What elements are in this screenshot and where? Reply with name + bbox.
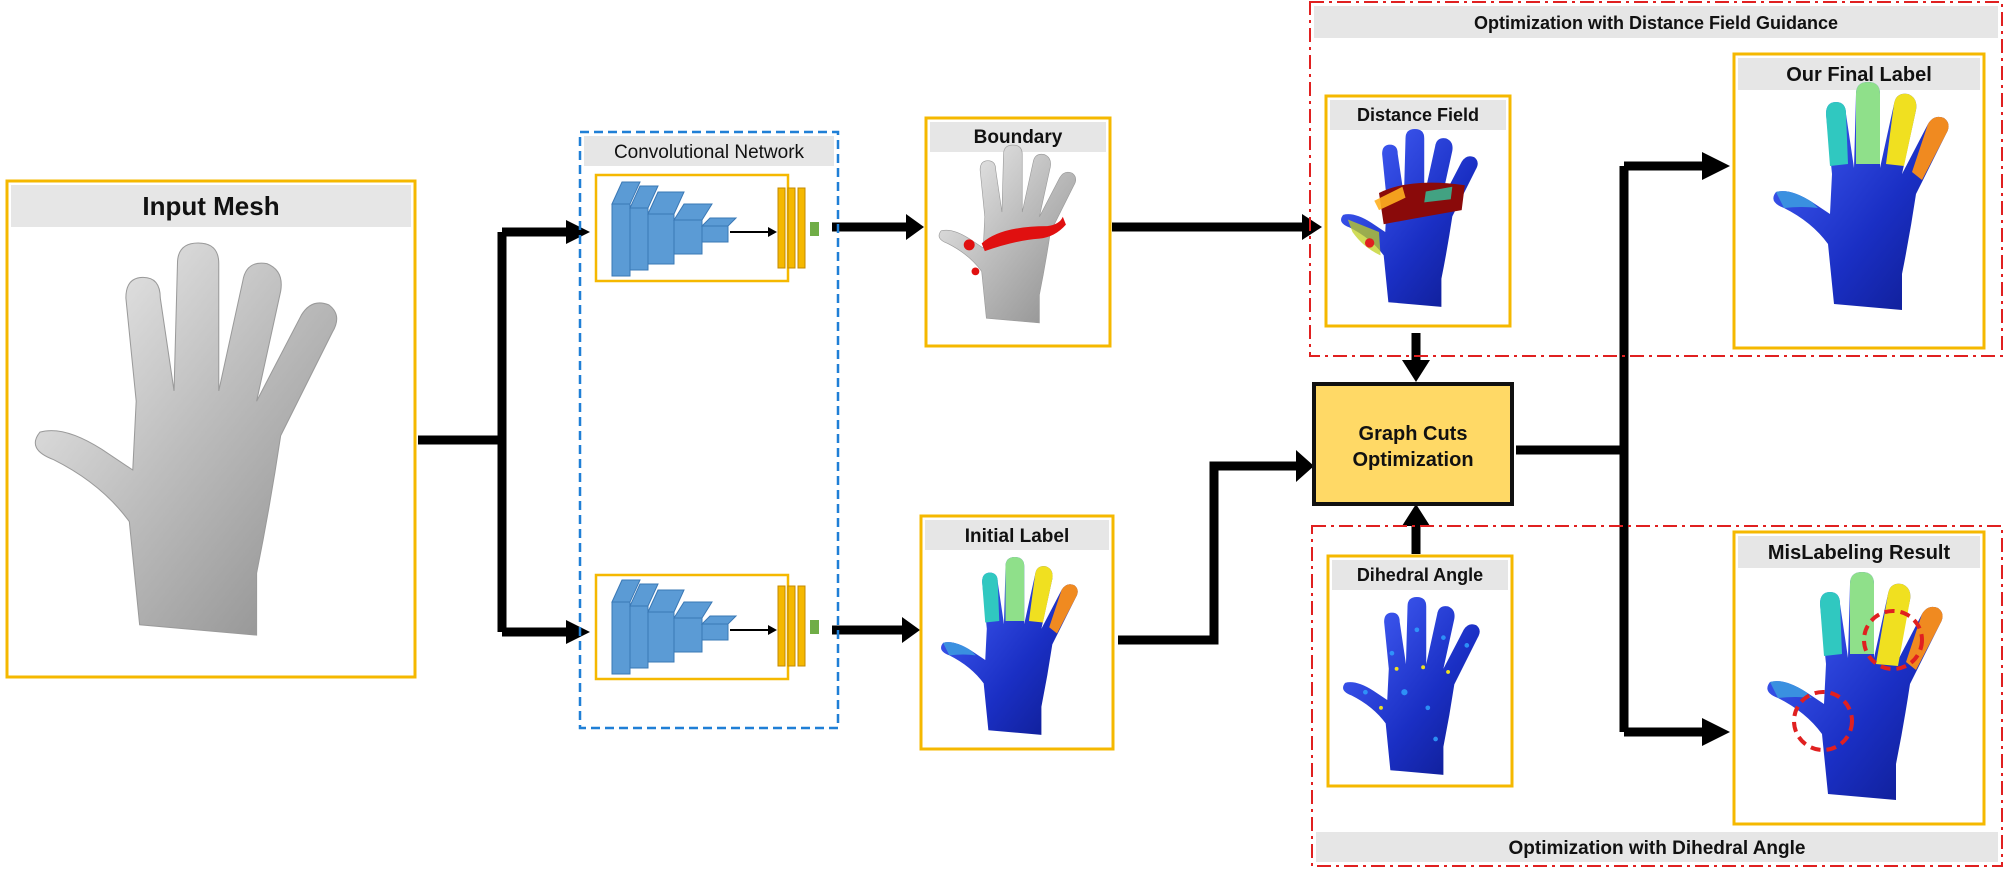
boundary-title: Boundary: [974, 127, 1063, 148]
dihedral-angle-hand: [1343, 597, 1480, 775]
connectors: [418, 161, 1706, 737]
panel-boundary: Boundary: [924, 116, 1112, 348]
arrowhead-boundary: [906, 214, 924, 240]
dihedral-angle-title: Dihedral Angle: [1357, 565, 1483, 585]
distance-field-hand: [1341, 129, 1478, 307]
final-label-title: Our Final Label: [1786, 64, 1932, 86]
arrowhead-net-bottom: [566, 620, 590, 644]
arrowhead-graphcuts-top: [1402, 360, 1430, 382]
graph-cuts-line2: Optimization: [1352, 449, 1473, 471]
network-diagram-top: [594, 173, 819, 283]
group-distance-field-title: Optimization with Distance Field Guidanc…: [1474, 13, 1838, 33]
arrowhead-final: [1702, 152, 1730, 180]
mislabeling-title: MisLabeling Result: [1768, 542, 1951, 564]
final-label-hand: [1773, 82, 1949, 310]
graph-cuts-line1: Graph Cuts: [1359, 423, 1468, 445]
connector-initial-to-graphcuts: [1118, 461, 1300, 645]
group-dihedral-angle-title: Optimization with Dihedral Angle: [1509, 838, 1806, 859]
panel-initial-label: Initial Label: [919, 514, 1115, 751]
conv-network-title: Convolutional Network: [614, 142, 805, 163]
boundary-hand: [938, 144, 1077, 324]
arrowhead-distance: [1302, 214, 1322, 240]
error-marker-thumb: [1792, 690, 1854, 752]
arrowhead-net-top: [566, 220, 590, 244]
arrowhead-mislabel: [1702, 718, 1730, 746]
panel-input-mesh: Input Mesh: [5, 179, 417, 679]
initial-label-title: Initial Label: [965, 526, 1070, 547]
error-marker-finger: [1862, 609, 1924, 671]
panel-conv-network: Convolutional Network: [578, 130, 840, 730]
initial-label-hand: [941, 557, 1078, 735]
distance-field-title: Distance Field: [1357, 105, 1479, 125]
mislabeling-hand: [1767, 572, 1943, 800]
network-diagram-bottom: [594, 573, 819, 681]
arrowheads: [566, 152, 1730, 746]
arrowhead-graphcuts-left: [1296, 450, 1314, 482]
panel-final-label: Our Final Label: [1732, 52, 1986, 350]
group-distance-field: Optimization with Distance Field Guidanc…: [1309, 1, 2003, 357]
group-dihedral-angle: Optimization with Dihedral Angle: [1311, 525, 2003, 867]
input-mesh-title: Input Mesh: [142, 191, 279, 221]
panel-dihedral-angle: Dihedral Angle: [1326, 554, 1514, 788]
arrowhead-initial: [902, 617, 920, 643]
arrowhead-graphcuts-bottom: [1402, 504, 1430, 526]
box-graph-cuts: Graph Cuts Optimization: [1312, 382, 1514, 506]
panel-distance-field: Distance Field: [1324, 94, 1512, 328]
panel-mislabeling-result: MisLabeling Result: [1732, 530, 1986, 826]
